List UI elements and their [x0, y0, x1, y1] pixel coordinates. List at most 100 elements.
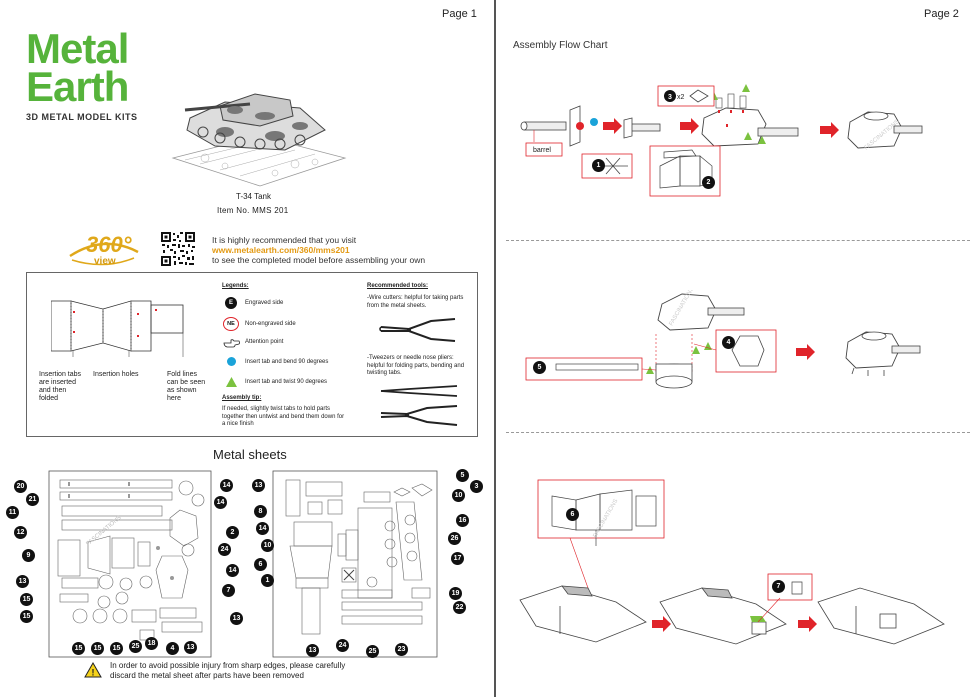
- sheet-callout: 17: [451, 552, 464, 565]
- tab-twist-text: Insert tab and twist 90 degrees: [245, 379, 328, 385]
- view-360-swoosh-icon: [69, 242, 139, 266]
- sheet-callout: 25: [366, 645, 379, 658]
- row-divider-1: [506, 240, 970, 241]
- flow-arrow-1: [603, 118, 622, 134]
- sheet-callout: 15: [91, 642, 104, 655]
- step-callout: 7: [772, 580, 785, 593]
- step-callout: 5: [533, 361, 546, 374]
- hull-stage-2: [659, 587, 787, 645]
- tweezers-icon: [380, 385, 458, 397]
- safety-warning: In order to avoid possible injury from s…: [110, 661, 345, 681]
- step-3-label: 3: [668, 94, 672, 101]
- twist-triangle-icon: [226, 377, 237, 387]
- flow-arrow-3: [820, 122, 839, 138]
- tank-hero-illustration: [171, 93, 347, 187]
- sheet-callout: 18: [145, 637, 158, 650]
- sheet-callout: 22: [453, 601, 466, 614]
- part-1-sleeve: [569, 105, 598, 147]
- qr-code[interactable]: [160, 231, 196, 267]
- page-number-left: Page 1: [442, 8, 477, 20]
- barrel-part: [520, 121, 567, 131]
- warning-triangle-icon: !: [84, 662, 102, 678]
- completed-turret: [847, 111, 923, 149]
- view-360-number: 360°: [86, 232, 132, 257]
- step-callout: 4: [722, 336, 735, 349]
- step-callout: 2: [702, 176, 715, 189]
- sheet-callout: 26: [448, 532, 461, 545]
- sheet-callout: 3: [470, 480, 483, 493]
- view-360-label: view: [94, 256, 116, 267]
- row-divider-2: [506, 432, 970, 433]
- sheet-callout: 16: [456, 514, 469, 527]
- sheet-callout: 4: [166, 642, 179, 655]
- sheet-callout: 10: [261, 539, 274, 552]
- visit-url-link[interactable]: www.metalearth.com/360/mms201: [212, 245, 350, 255]
- flow-row-1-turret: barrel: [520, 84, 923, 197]
- sheet-callout: 9: [22, 549, 35, 562]
- sheet-callout: 6: [254, 558, 267, 571]
- sheet-callout: 11: [6, 506, 19, 519]
- barrel-with-sleeve: [623, 117, 661, 139]
- flow-arrow-6: [798, 616, 817, 632]
- engraved-mark-icon: E: [225, 297, 237, 309]
- turret-body: [701, 84, 799, 147]
- sheet-callout: 25: [129, 640, 142, 653]
- turret-ring: [646, 334, 712, 389]
- sheet-callout: 10: [452, 489, 465, 502]
- metal-sheet-left: FASCINATIONS: [48, 470, 212, 658]
- metal-sheet-right: [272, 470, 438, 658]
- flow-row-3-hull: FASCINATIONS: [519, 479, 945, 645]
- sheet-callout: 12: [14, 526, 27, 539]
- sheet-callout: 13: [306, 644, 319, 657]
- engraved-side-text: Engraved side: [245, 300, 284, 306]
- sheet-callout: 2: [226, 526, 239, 539]
- metal-earth-logo: Metal Earth 3D METAL MODEL KITS: [26, 25, 146, 123]
- logo-line-1: Metal: [26, 25, 129, 72]
- insertion-tab-diagram: [51, 300, 184, 357]
- sheet-callout: 8: [254, 505, 267, 518]
- flow-arrow-2: [680, 118, 699, 134]
- legends-title: Legends:: [222, 283, 249, 289]
- sheet-callout: 14: [226, 564, 239, 577]
- metal-sheets-title: Metal sheets: [213, 447, 287, 462]
- sheet-callout: 15: [110, 642, 123, 655]
- sheet-callout: 5: [456, 469, 469, 482]
- insertion-holes-label: Insertion holes: [93, 371, 139, 378]
- sheet-callout: 20: [14, 480, 27, 493]
- non-engraved-mark-icon: NE: [223, 317, 239, 331]
- sheet-callout: 24: [336, 639, 349, 652]
- assembly-tip-title: Assembly tip:: [222, 395, 262, 401]
- sheet-callout: 15: [72, 642, 85, 655]
- page-divider: [494, 0, 496, 697]
- svg-text:!: !: [92, 668, 95, 678]
- warning-line-2: discard the metal sheet after parts have…: [110, 671, 304, 680]
- fold-lines-label: Fold lines can be seen as shown here: [167, 371, 206, 402]
- sheet-callout: 13: [184, 641, 197, 654]
- sheet-callout: 15: [20, 593, 33, 606]
- sheet-callout: 15: [20, 610, 33, 623]
- part-6-hull-front: [551, 489, 657, 546]
- assembly-flow-chart-title: Assembly Flow Chart: [513, 40, 608, 51]
- page-one: Page 1 Metal Earth 3D METAL MODEL KITS T…: [6, 8, 483, 681]
- step-callout: 6: [566, 508, 579, 521]
- sheet-callout: 13: [252, 479, 265, 492]
- flow-arrow-5: [652, 616, 671, 632]
- recommended-tools-title: Recommended tools:: [367, 283, 429, 289]
- sheet-callout: 19: [449, 587, 462, 600]
- attention-hand-icon: [223, 339, 240, 348]
- visit-line-3: to see the completed model before assemb…: [212, 255, 426, 265]
- assembly-tip-text: If needed, slightly twist tabs to hold p…: [222, 406, 345, 427]
- needle-nose-pliers-icon: [380, 405, 458, 426]
- page-number-right: Page 2: [924, 8, 959, 20]
- insertion-tabs-label: Insertion tabs are inserted and then fol…: [39, 371, 82, 402]
- attention-point-text: Attention point: [245, 339, 284, 345]
- sheet-callout: 14: [220, 479, 233, 492]
- product-name: T-34 Tank: [236, 192, 271, 201]
- sheet-callout: 14: [256, 522, 269, 535]
- page-two: Page 2 Assembly Flow Chart barrel: [496, 0, 980, 697]
- step-callout: 1: [592, 159, 605, 172]
- legend-panel: Insertion tabs are inserted and then fol…: [26, 272, 478, 437]
- sheet-callout: 23: [395, 643, 408, 656]
- sheet-callout: 13: [16, 575, 29, 588]
- warning-line-1: In order to avoid possible injury from s…: [110, 661, 346, 670]
